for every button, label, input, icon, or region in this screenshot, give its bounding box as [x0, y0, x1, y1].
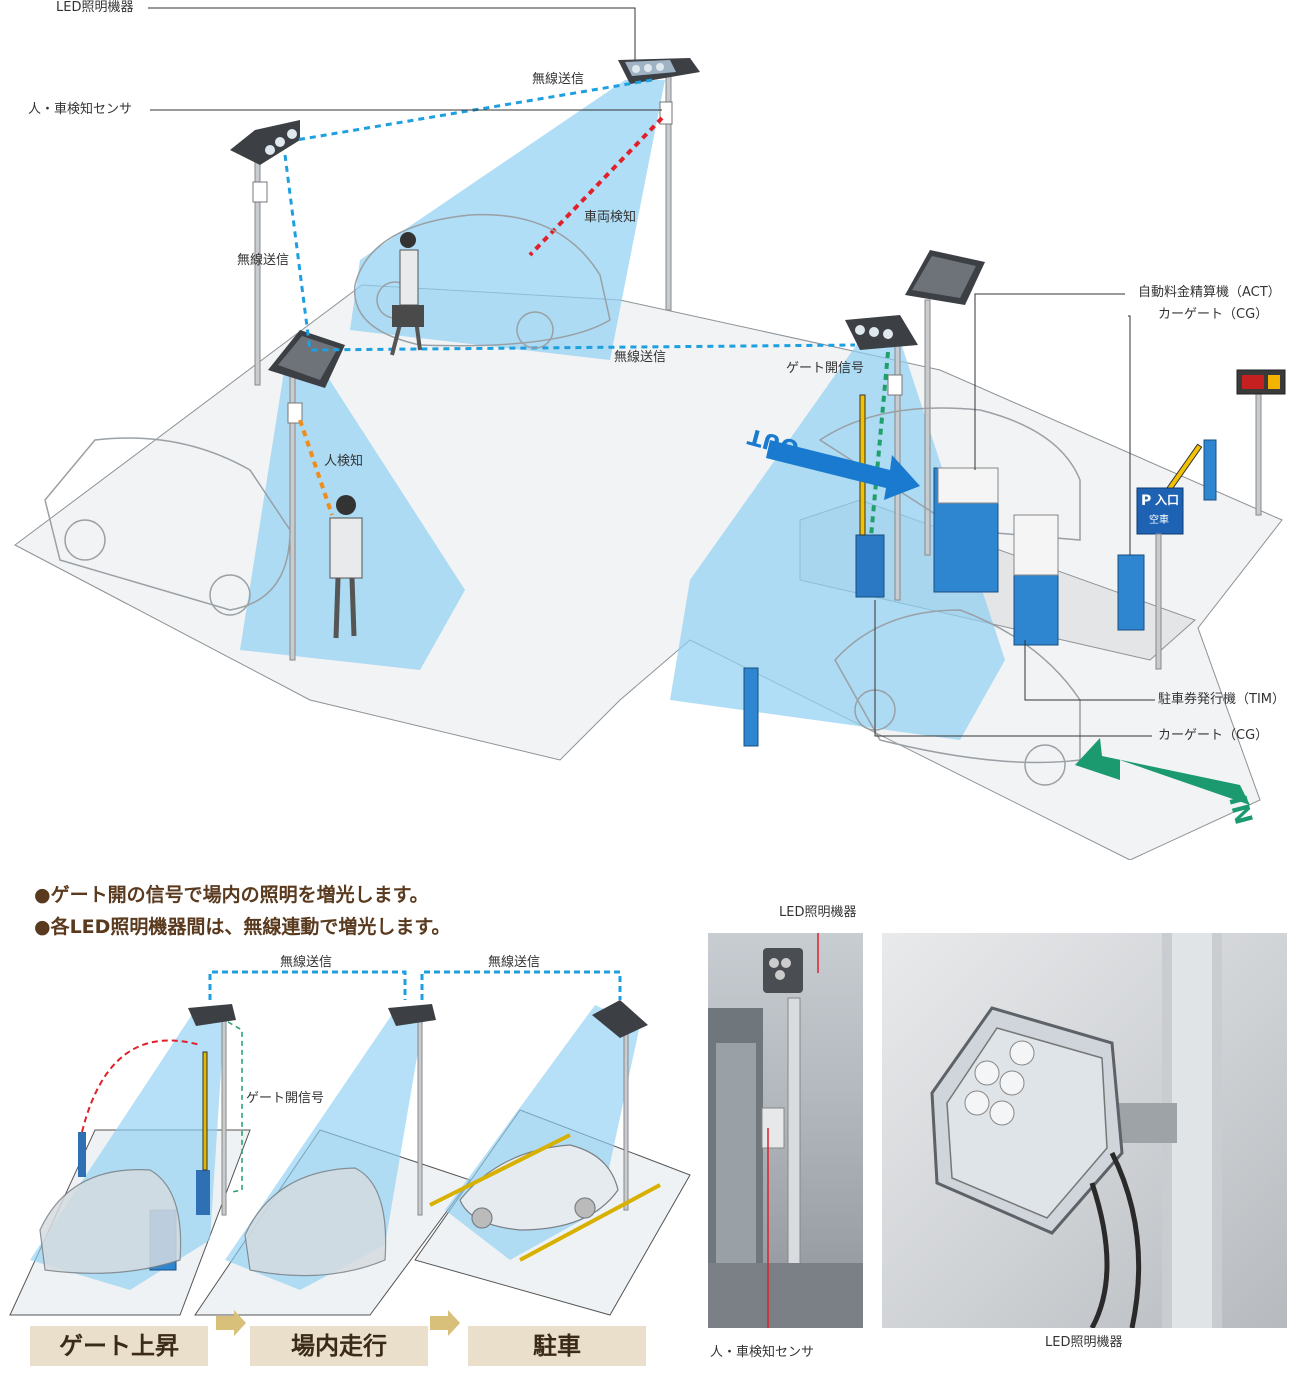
label-cg-top: カーゲート（CG） [1158, 307, 1269, 322]
out-arrow [766, 440, 920, 500]
parking-sign-vacancy: 空車 [1149, 515, 1169, 526]
light-cone-right [670, 340, 1005, 740]
label-wireless-mid: 無線送信 [614, 350, 667, 365]
label-wireless-left: 無線送信 [237, 253, 290, 268]
note-1: ●ゲート開の信号で場内の照明を増光します。 [34, 884, 429, 906]
flow-led-1 [188, 1004, 236, 1026]
person-phone [329, 495, 363, 639]
label-cg-bottom: カーゲート（CG） [1158, 728, 1269, 743]
photo-pole-sensor-art [708, 933, 863, 1328]
pole-far-right [924, 299, 931, 556]
label-wireless-top: 無線送信 [532, 72, 585, 87]
label-vehicle-detect: 車両検知 [584, 210, 637, 225]
gate-barrier-in [1117, 554, 1145, 631]
sensor-box-top [659, 101, 673, 125]
label-led-fixture-top: LED照明機器 [56, 0, 134, 15]
led-fixture-far-right [905, 250, 985, 305]
pole-sign [1255, 389, 1262, 516]
label-person-detect: 人検知 [324, 454, 364, 469]
flow-arrow-1 [216, 1310, 246, 1336]
parking-sign [1136, 487, 1184, 535]
sign-pole [1155, 533, 1162, 670]
tim-machine-top [1013, 514, 1059, 576]
photo-label-led-bottom: LED照明機器 [1045, 1335, 1123, 1350]
flow-wireless-1 [208, 970, 407, 1000]
flow-label-gate-signal: ゲート開信号 [246, 1091, 325, 1106]
flow-red-arc [81, 1039, 201, 1133]
flow-led-2 [388, 1004, 436, 1026]
in-arrow [1075, 738, 1250, 805]
parking-sign-entry: 入口 [1155, 493, 1180, 507]
light-cone-top [350, 80, 665, 360]
photo-pole-sensor [708, 933, 863, 1328]
flow-car-3 [459, 1144, 619, 1231]
sensor-box-left [287, 402, 303, 424]
label-tim: 駐車券発行機（TIM） [1158, 692, 1285, 707]
person-walking [390, 232, 424, 356]
person-detect-line [298, 419, 334, 516]
flow-step-gate-up: ゲート上昇 [30, 1326, 208, 1366]
flow-step-driving: 場内走行 [250, 1326, 428, 1366]
car-left [44, 437, 291, 616]
flow-led-3 [592, 1000, 648, 1038]
blue-post [743, 667, 759, 747]
gate-barrier-out [855, 534, 885, 598]
photo-led-closeup-art [930, 933, 1222, 1328]
blue-post-2 [1203, 439, 1217, 501]
flow-label-wireless-1: 無線送信 [280, 955, 333, 970]
label-gate-signal: ゲート開信号 [786, 361, 865, 376]
flow-label-wireless-2: 無線送信 [488, 955, 541, 970]
flow-car-2 [244, 1167, 387, 1277]
leader-lines [148, 7, 1155, 737]
act-machine-top [937, 467, 999, 504]
led-fixture-top [618, 58, 700, 84]
photo-label-led-top: LED照明機器 [779, 905, 857, 920]
led-fixture-left [268, 330, 345, 388]
led-fixture-right [845, 315, 918, 350]
ground-plane [14, 284, 1283, 860]
flow-diagram [9, 970, 691, 1336]
flow-step-parking: 駐車 [468, 1326, 646, 1366]
parking-sign-p: P [1141, 493, 1152, 509]
led-fixture-topleft [230, 120, 300, 165]
flow-car-1 [39, 1169, 182, 1274]
note-2: ●各LED照明機器間は、無線連動で増光します。 [34, 916, 451, 938]
flow-wireless-2 [420, 970, 622, 1000]
main-illustration [14, 7, 1286, 860]
sensor-box-right [887, 374, 903, 396]
in-sign-text: IN [1223, 792, 1258, 828]
flow-arrow-2 [430, 1310, 460, 1336]
photo-led-closeup [882, 933, 1287, 1328]
label-sensor-top: 人・車検知センサ [28, 102, 133, 117]
label-act: 自動料金精算機（ACT） [1138, 285, 1281, 300]
vehicle-detect-line [528, 116, 664, 257]
flow-gate-signal [227, 1021, 243, 1193]
sensor-box-topleft [252, 181, 268, 203]
photo-label-sensor: 人・車検知センサ [710, 1345, 815, 1360]
